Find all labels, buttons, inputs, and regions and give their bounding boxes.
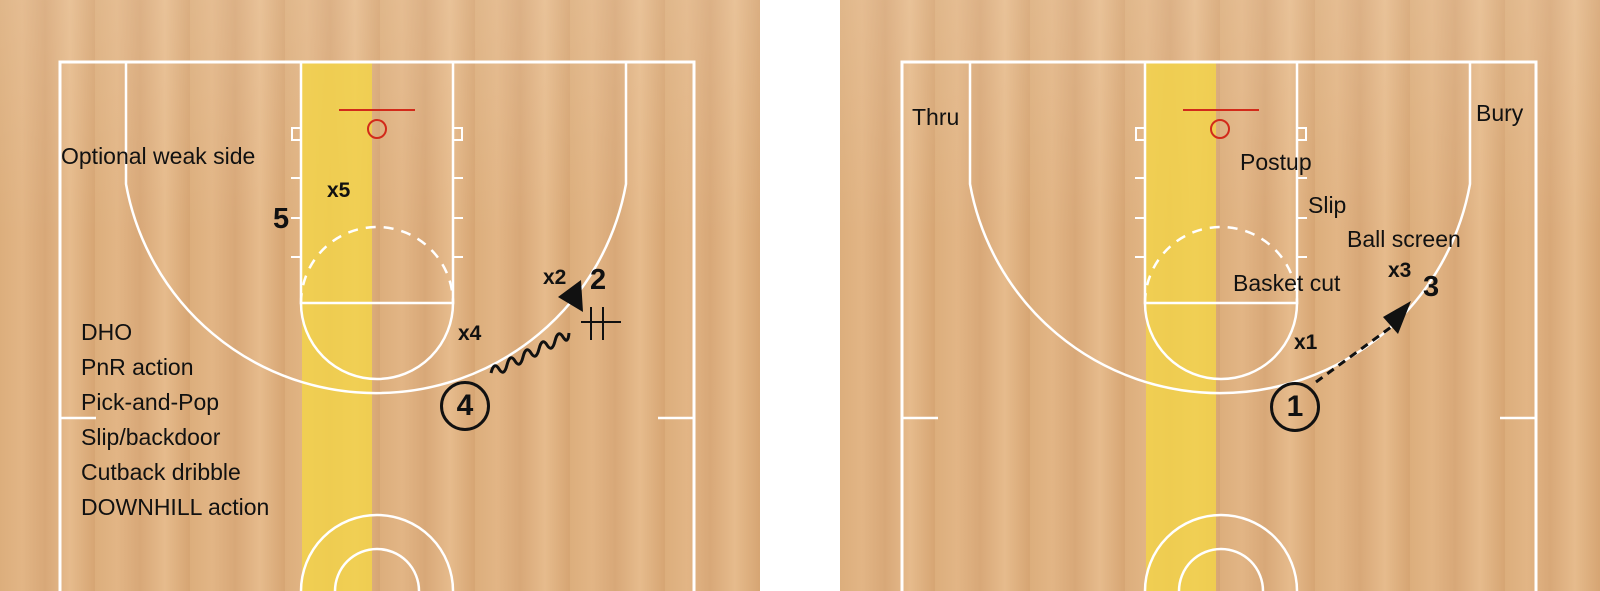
defender-x5: x5	[327, 179, 351, 202]
slip-label: Slip	[1308, 192, 1347, 218]
center-circle-inner	[1177, 547, 1265, 591]
defender-x1: x1	[1294, 331, 1318, 354]
bury-label: Bury	[1476, 100, 1524, 126]
weak-side-label: Optional weak side	[61, 143, 256, 169]
player-3: 3	[1423, 271, 1440, 303]
right-court-diagram: Thru Bury Postup Slip Ball screen Basket…	[840, 0, 1600, 591]
boundary-line	[900, 60, 1538, 591]
free-throw-circle-dashed	[1143, 225, 1299, 304]
thru-label: Thru	[912, 104, 960, 130]
key-lines	[299, 60, 455, 305]
ball-screen-label: Ball screen	[1347, 226, 1461, 252]
three-point-line	[124, 62, 628, 395]
free-throw-circle-solid	[299, 302, 455, 381]
three-point-line	[968, 62, 1472, 395]
pass-arrowhead	[1383, 301, 1411, 334]
dribble-arrowhead	[558, 280, 583, 312]
dashed-pass-arrow-icon	[1315, 320, 1399, 384]
lane-paint	[1146, 62, 1216, 591]
left-court-diagram: Optional weak side x5 5 x2 2 x4 4 DHO Pn…	[0, 0, 760, 591]
center-circle-inner	[333, 547, 421, 591]
option-item: DOWNHILL action	[81, 494, 270, 520]
lane-hash-marks	[1135, 127, 1307, 258]
defender-x4: x4	[458, 322, 482, 345]
option-item: Cutback dribble	[81, 459, 241, 485]
player-2: 2	[590, 264, 607, 296]
rim	[1210, 119, 1230, 139]
screen-cross-icon	[581, 307, 621, 340]
option-item: DHO	[81, 319, 133, 345]
defender-x2: x2	[543, 266, 567, 289]
basket-cut-label: Basket cut	[1233, 270, 1341, 296]
key-lines	[1143, 60, 1299, 305]
right-court-lines	[900, 60, 1538, 591]
dribble-squiggle-arrow-icon	[489, 332, 571, 374]
left-court-lines	[58, 60, 696, 591]
free-throw-circle-dashed	[299, 225, 455, 304]
postup-label: Postup	[1240, 149, 1312, 175]
option-item: Pick-and-Pop	[81, 389, 220, 415]
free-throw-circle-solid	[1143, 302, 1299, 381]
center-circle-outer	[299, 513, 455, 591]
lane-hash-marks	[291, 127, 463, 258]
options-list: DHO PnR action Pick-and-Pop Slip/backdoo…	[81, 315, 269, 525]
center-circle-outer	[1143, 513, 1299, 591]
lane-paint	[302, 62, 372, 591]
option-item: Slip/backdoor	[81, 424, 221, 450]
player-4-circle: 4	[440, 381, 490, 431]
player-1-circle: 1	[1270, 382, 1320, 432]
option-item: PnR action	[81, 354, 194, 380]
rim	[367, 119, 387, 139]
player-5: 5	[273, 203, 290, 235]
defender-x3: x3	[1388, 259, 1412, 282]
